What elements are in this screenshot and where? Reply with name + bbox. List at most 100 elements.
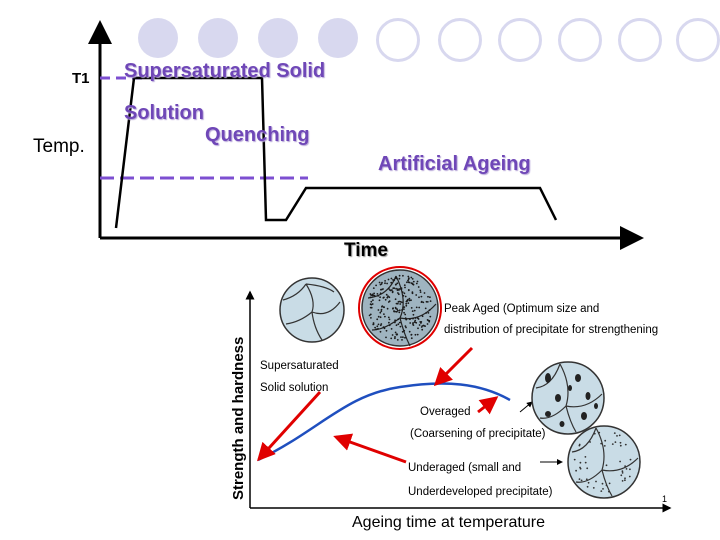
- precipitate-dot: [614, 432, 616, 434]
- precipitate-dot: [395, 277, 397, 279]
- precipitate-dot: [402, 331, 404, 333]
- precipitate-dot: [399, 322, 401, 324]
- precipitate-dot: [417, 334, 419, 336]
- precipitate-dot: [373, 293, 375, 295]
- overaged-arrow: [478, 398, 496, 412]
- strength-curve: [258, 383, 510, 460]
- precipitate-dot: [409, 331, 411, 333]
- precipitate-dot: [379, 299, 381, 301]
- precipitate-dot: [395, 332, 397, 334]
- precipitate-dot: [388, 322, 390, 324]
- precipitate-dot: [417, 327, 419, 329]
- precipitate-dot: [405, 303, 407, 305]
- precipitate-dot: [379, 296, 381, 298]
- precipitate-dot: [398, 312, 400, 314]
- precipitate-dot: [414, 310, 416, 312]
- precipitate-dot: [405, 317, 407, 319]
- precipitate-dot: [586, 467, 588, 469]
- precipitate-dot: [392, 307, 394, 309]
- precipitate-dot: [403, 295, 405, 297]
- precipitate-dot: [413, 281, 415, 283]
- precipitate-dot: [416, 283, 418, 285]
- supersaturated-label-1: Supersaturated: [260, 360, 339, 372]
- precipitate-dot: [427, 323, 429, 325]
- precipitate-dot: [411, 307, 413, 309]
- peak-aged-label-2: distribution of precipitate for strength…: [444, 324, 658, 336]
- precipitate-dot: [426, 301, 428, 303]
- precipitate-dot: [602, 483, 604, 485]
- precipitate-dot: [598, 432, 600, 434]
- precipitate-dot: [423, 325, 425, 327]
- supersaturated-arrow: [259, 392, 320, 459]
- precipitate-dot: [417, 317, 419, 319]
- precipitate-dot: [417, 281, 419, 283]
- precipitate-dot: [383, 313, 385, 315]
- precipitate-dot: [399, 278, 401, 280]
- precipitate-dot: [376, 325, 378, 327]
- precipitate-dot: [383, 326, 385, 328]
- precipitate-dot: [409, 322, 411, 324]
- precipitate-dot: [579, 444, 581, 446]
- precipitate-dot: [415, 317, 417, 319]
- precipitate-dot: [574, 459, 576, 461]
- precipitate-dot: [385, 337, 387, 339]
- precipitate-dot: [575, 470, 577, 472]
- precipitate-dot: [624, 465, 626, 467]
- precipitate-dot: [390, 282, 392, 284]
- precipitate-dot: [422, 302, 424, 304]
- precipitate-dot: [395, 307, 397, 309]
- precipitate-dot: [379, 312, 381, 314]
- precipitate-dot: [418, 307, 420, 309]
- precipitate-dot: [624, 479, 626, 481]
- precipitate-dot: [398, 301, 400, 303]
- precipitate-dot: [620, 445, 622, 447]
- precipitate-dot: [399, 309, 401, 311]
- precipitate-dot: [404, 292, 406, 294]
- precipitate-dot: [609, 483, 611, 485]
- precipitate-dot: [404, 284, 406, 286]
- precipitate-dot: [373, 322, 375, 324]
- precipitate-dot: [380, 289, 382, 291]
- precipitate-dot: [412, 292, 414, 294]
- precipitate-dot: [380, 331, 382, 333]
- precipitate-dot: [612, 443, 614, 445]
- underaged-label-2: Underdeveloped precipitate): [408, 486, 552, 498]
- precipitate-dot: [429, 296, 431, 298]
- precipitate-dot: [390, 338, 392, 340]
- precipitate-dot: [418, 286, 420, 288]
- precipitate-dot: [606, 485, 608, 487]
- precipitate-dot: [412, 310, 414, 312]
- precipitate-dot: [388, 279, 390, 281]
- precipitate-dot: [370, 297, 372, 299]
- precipitate-dot: [430, 300, 432, 302]
- precipitate-dot: [622, 470, 624, 472]
- precipitate-dot: [427, 296, 429, 298]
- ageing-time-axis-label: Ageing time at temperature: [352, 514, 545, 532]
- precipitate-dot: [395, 298, 397, 300]
- precipitate-dot: [380, 323, 382, 325]
- precipitate-dot: [402, 291, 404, 293]
- precipitate-dot: [585, 456, 587, 458]
- precipitate-dot: [422, 315, 424, 317]
- precipitate-dot: [600, 443, 602, 445]
- precipitate-dot: [404, 337, 406, 339]
- precipitate-dot: [405, 305, 407, 307]
- precipitate-dot: [383, 306, 385, 308]
- precipitate-dot: [581, 480, 583, 482]
- precipitate-dot: [370, 294, 372, 296]
- precipitate-dot: [400, 301, 402, 303]
- precipitate-dot: [407, 276, 409, 278]
- precipitate-dot: [407, 280, 409, 282]
- precipitate-dot: [585, 462, 587, 464]
- artificial-ageing-label: Artificial Ageing: [378, 153, 531, 176]
- precipitate-dot: [392, 334, 394, 336]
- precipitate-dot: [372, 299, 374, 301]
- precipitate-dot: [402, 336, 404, 338]
- precipitate-dot: [404, 314, 406, 316]
- precipitate-dot: [385, 299, 387, 301]
- supersaturated-solid-solution-title: Supersaturated Solid Solution: [124, 50, 325, 134]
- precipitate-dot: [380, 310, 382, 312]
- precipitate-dot: [397, 303, 399, 305]
- supersaturated-label-2: Solid solution: [260, 382, 328, 394]
